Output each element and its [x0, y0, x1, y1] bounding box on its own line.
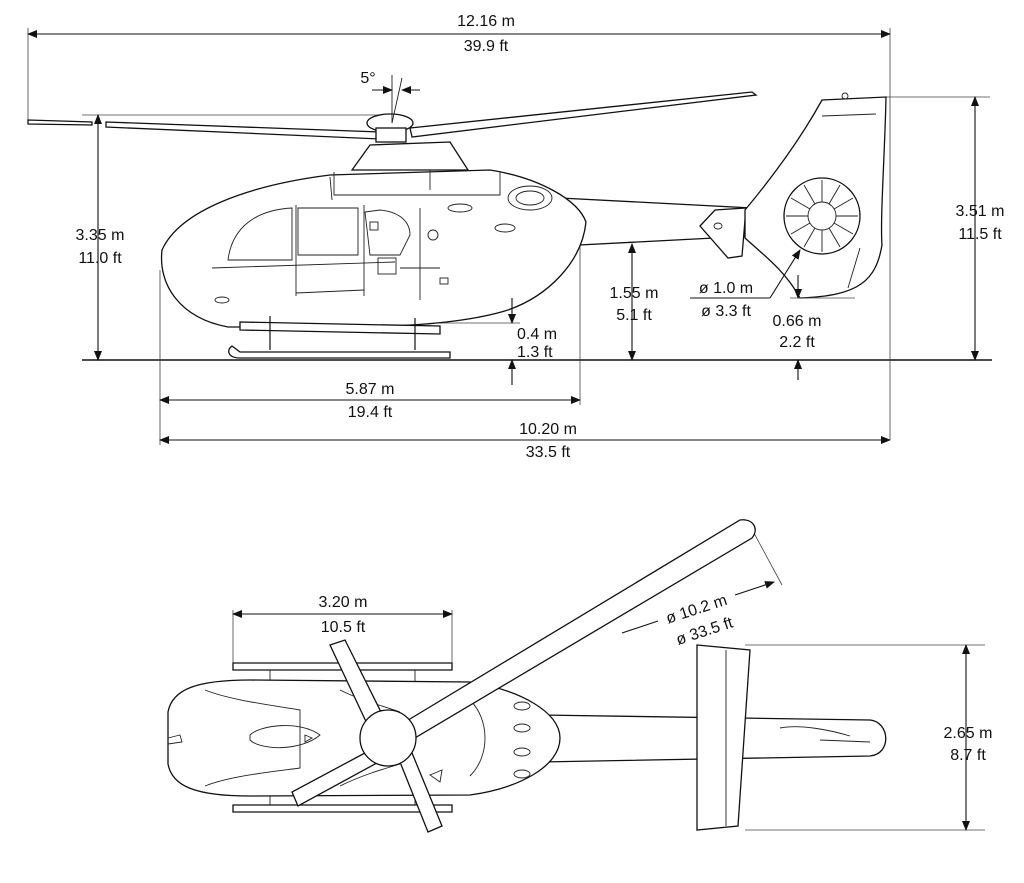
boom-detail — [819, 739, 871, 743]
panel-line — [329, 176, 333, 201]
rotor-head — [375, 127, 407, 143]
cowling-vent — [447, 203, 473, 213]
engine-vent — [513, 747, 531, 757]
skid-width-metric: 3.20 m — [319, 594, 368, 611]
main-rotor-blade — [27, 119, 93, 126]
fenestron-diameter-imperial: ø 3.3 ft — [701, 303, 751, 320]
fenestron-clearance-imperial: 2.2 ft — [779, 334, 815, 351]
marker-triangle — [304, 734, 314, 743]
rotor-height-metric: 3.35 m — [76, 227, 125, 244]
cockpit-window — [227, 207, 293, 261]
skid-width-imperial: 10.5 ft — [321, 619, 366, 636]
engine-cowling — [350, 141, 470, 171]
side-view: 12.16 m 39.9 ft 5° 3.35 m 11.0 ft 3.51 m… — [27, 13, 1005, 461]
rotor-diameter-dimension — [621, 620, 659, 634]
engine-vent — [513, 701, 531, 711]
skid-clearance-metric: 0.4 m — [517, 326, 557, 343]
skid-clearance-imperial: 1.3 ft — [517, 344, 553, 361]
fenestron-blades — [786, 180, 858, 252]
engine-intake — [515, 190, 545, 206]
boom-detail — [779, 726, 851, 737]
engine-vent — [513, 769, 531, 779]
skid-tube — [228, 345, 451, 359]
fenestron-diameter-leader — [769, 249, 801, 299]
panel-fastener — [427, 229, 439, 241]
fin-light — [841, 92, 849, 100]
antenna — [439, 277, 449, 285]
fenestron-clearance-metric: 0.66 m — [773, 313, 822, 330]
overall-length-metric: 12.16 m — [457, 13, 515, 30]
fenestron-duct — [783, 177, 861, 255]
fuselage-length-metric: 10.20 m — [519, 421, 577, 438]
skid-crossbar — [239, 321, 441, 335]
door-handle — [369, 221, 379, 231]
stabilizer-span-metric: 2.65 m — [944, 725, 993, 742]
rotor-tilt-axis — [391, 77, 403, 124]
fuselage-length-imperial: 33.5 ft — [526, 444, 571, 461]
cabin-window — [297, 207, 359, 256]
marker-triangle — [429, 769, 443, 783]
rotor-hub — [359, 709, 417, 767]
main-rotor-blade — [393, 519, 756, 743]
skid-tube — [232, 804, 453, 813]
stabilizer-span-imperial: 8.7 ft — [950, 747, 986, 764]
main-rotor-blade — [409, 91, 758, 138]
tailboom-clearance-imperial: 5.1 ft — [616, 307, 652, 324]
engine-vent — [513, 723, 531, 733]
fin-panel-line — [821, 113, 877, 117]
tailboom-clearance-metric: 1.55 m — [610, 285, 659, 302]
fuel-cap — [377, 257, 397, 275]
nose-vent — [214, 296, 230, 304]
top-view: 3.20 m 10.5 ft ø 10.2 m ø 33.5 ft 2.65 m… — [167, 519, 993, 833]
cabin-window — [364, 209, 411, 256]
panel-line — [469, 699, 486, 777]
stabilizer-fitting — [713, 222, 723, 230]
fuselage — [160, 169, 587, 328]
main-rotor-blade — [105, 121, 381, 140]
door-line — [295, 289, 365, 294]
door-line — [211, 261, 396, 269]
nose-detail — [167, 734, 183, 745]
fuselage-to-boom-metric: 5.87 m — [346, 381, 395, 398]
fenestron-fan — [783, 177, 861, 255]
rotor-height-imperial: 11.0 ft — [78, 250, 122, 267]
tail-height-metric: 3.51 m — [956, 203, 1005, 220]
horizontal-stabilizer — [699, 207, 747, 259]
cockpit-canopy — [204, 689, 301, 787]
cowling-panel-line — [333, 172, 501, 196]
engine-intake — [507, 185, 553, 211]
horizontal-stabilizer — [696, 644, 751, 831]
rotor-diameter-dimension — [734, 581, 775, 596]
fuselage-to-boom-imperial: 19.4 ft — [348, 404, 393, 421]
fin-panel-line — [847, 247, 861, 289]
overall-length-imperial: 39.9 ft — [464, 38, 509, 55]
cockpit-detail — [249, 725, 321, 749]
fenestron-diameter-metric: ø 1.0 m — [699, 280, 753, 297]
cowling-vent — [494, 223, 516, 233]
rotor-tilt-label: 5° — [360, 70, 375, 87]
tail-height-imperial: 11.5 ft — [958, 226, 1002, 243]
